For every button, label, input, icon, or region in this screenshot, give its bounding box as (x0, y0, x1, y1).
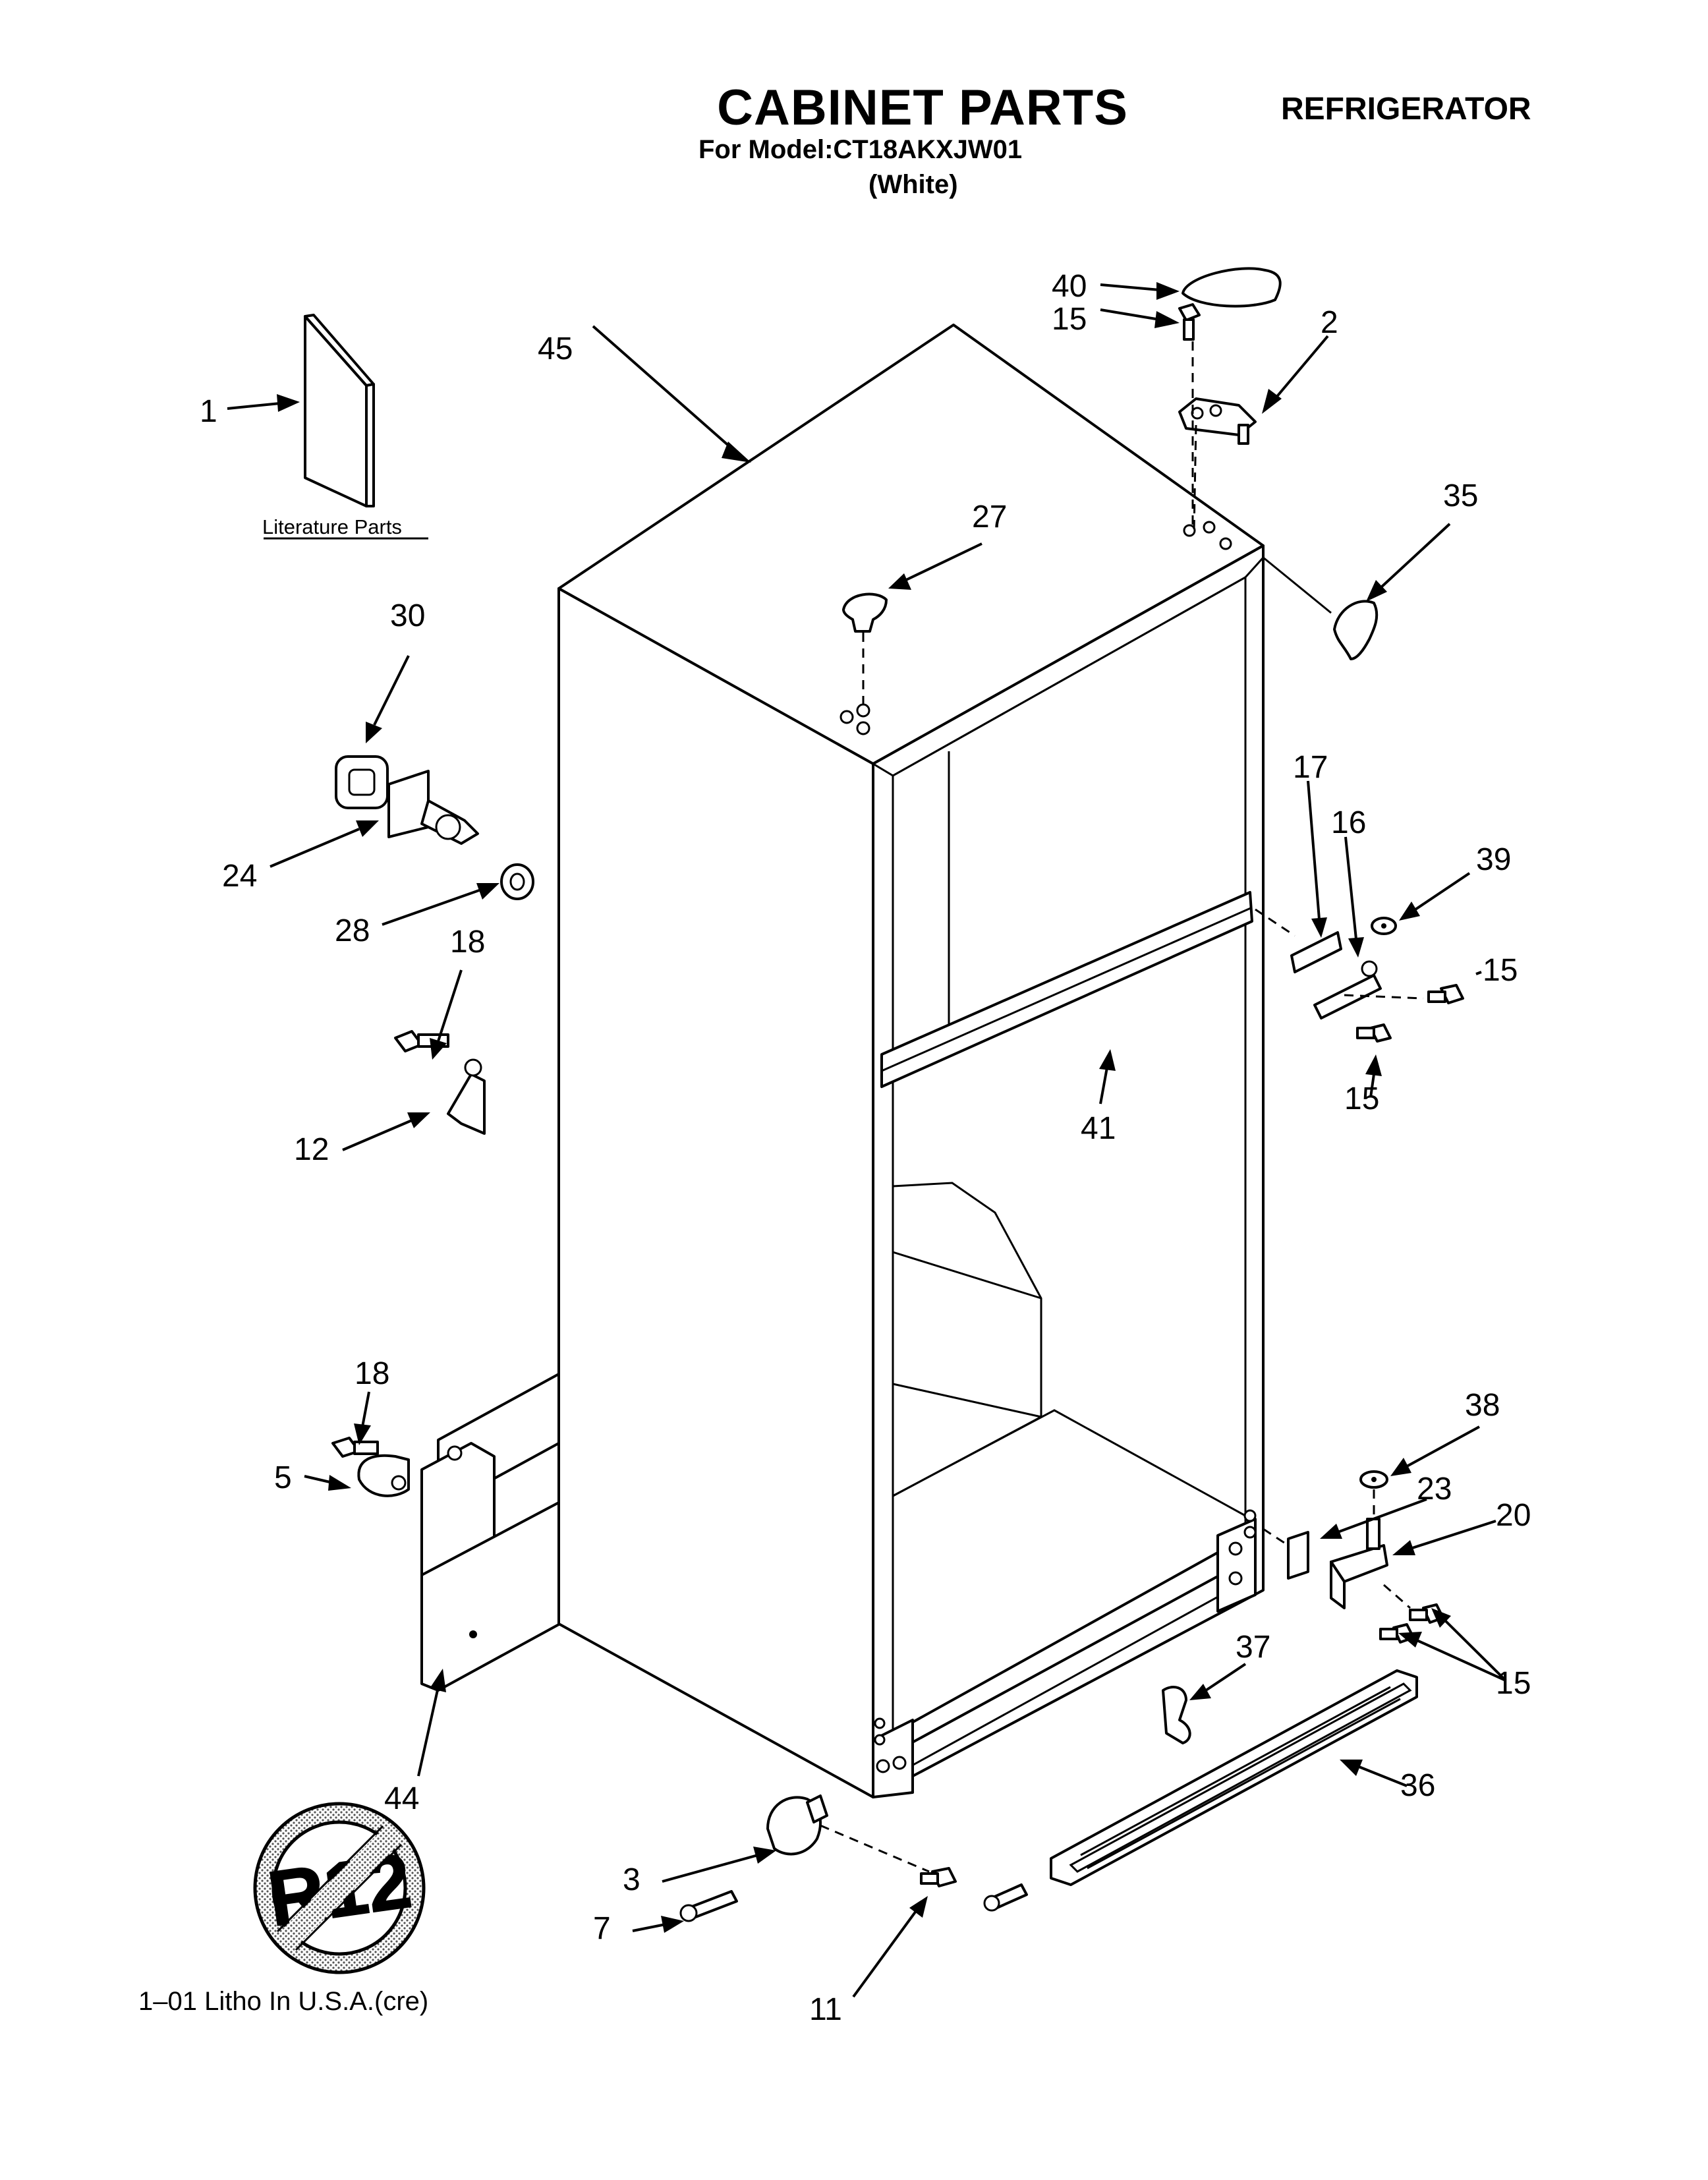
callout-36: 36 (1400, 1768, 1435, 1803)
callout-18-bottom: 18 (355, 1356, 389, 1391)
mid-screw-guide-line (1344, 994, 1424, 1000)
callout-28: 28 (335, 913, 370, 948)
print-footer: 1–01 Litho In U.S.A.(cre) (138, 1987, 429, 2016)
callout-23: 23 (1417, 1472, 1452, 1506)
literature-parts-icon (304, 314, 375, 507)
shaft-assembly-24 (387, 770, 479, 845)
callout-3: 3 (623, 1862, 640, 1897)
pin-7 (679, 1890, 738, 1922)
top-hinge-2 (1178, 397, 1257, 445)
appliance-category: REFRIGERATOR (1281, 92, 1531, 127)
screw-11 (920, 1867, 957, 1887)
plug-27 (842, 592, 888, 633)
callout-15-bottom: 15 (1496, 1666, 1531, 1701)
callout-20: 20 (1496, 1498, 1531, 1533)
gasket-30 (335, 755, 389, 809)
washer-39 (1371, 917, 1397, 935)
callout-27: 27 (972, 500, 1007, 534)
side-panel-44 (420, 1373, 560, 1692)
callout-24: 24 (222, 859, 257, 894)
callout-39: 39 (1476, 842, 1511, 877)
callout-45: 45 (538, 331, 573, 366)
callout-7: 7 (593, 1911, 611, 1946)
literature-parts-label: Literature Parts (262, 515, 402, 538)
callout-12: 12 (294, 1132, 329, 1167)
hinge-guide-line (1193, 424, 1197, 531)
callout-18-top: 18 (450, 925, 485, 960)
hinge-bracket-17 (1290, 931, 1342, 973)
callout-5: 5 (274, 1460, 292, 1495)
callout-30: 30 (390, 598, 425, 633)
callout-16: 16 (1331, 805, 1366, 840)
callout-35: 35 (1443, 478, 1478, 513)
hinge-screw-15-top (1178, 303, 1201, 341)
callout-17: 17 (1293, 750, 1328, 785)
shim-23 (1287, 1531, 1309, 1580)
bottom-hinge-20 (1330, 1518, 1388, 1609)
callout-numbers: 1 45 40 15 2 27 35 30 24 28 18 12 18 5 4… (200, 269, 1531, 2027)
callout-11: 11 (809, 1992, 842, 2027)
callout-40: 40 (1052, 269, 1087, 304)
callout-15-mid-right: 15 (1483, 953, 1518, 988)
toe-grille-36 (1050, 1669, 1418, 1886)
callout-38: 38 (1465, 1388, 1500, 1423)
clip-37 (1162, 1686, 1191, 1744)
bushing-28 (500, 863, 534, 900)
pin-7b (983, 1883, 1028, 1912)
hinge-cover-40 (1181, 267, 1282, 308)
no-r12-stamp: R12 (253, 1802, 426, 1974)
washer-38 (1359, 1470, 1388, 1489)
leveling-leg-3 (766, 1794, 828, 1856)
hinge-16 (1313, 960, 1382, 1019)
hinge-screw-15-mid-a (1427, 984, 1464, 1004)
page-title: CABINET PARTS (717, 80, 1128, 136)
callout-1: 1 (200, 394, 217, 429)
hinge-pin-cover-35 (1263, 556, 1379, 660)
callout-41: 41 (1081, 1111, 1116, 1146)
callout-15-top: 15 (1052, 302, 1087, 337)
cabinet-body (557, 324, 1265, 1798)
callout-15-mid-bottom: 15 (1344, 1081, 1379, 1116)
low-screw-guide-line (1383, 1584, 1411, 1609)
leader-lines (227, 282, 1507, 1998)
callout-2: 2 (1321, 305, 1338, 340)
hinge-assembly-5 (331, 1437, 410, 1497)
low-hinge-guide-line (1263, 1528, 1289, 1547)
model-number: For Model:CT18AKXJW01 (698, 135, 1023, 164)
mid-hinge-guide-line (1255, 908, 1295, 937)
callout-37: 37 (1236, 1630, 1270, 1665)
hinge-screw-15-mid-b (1356, 1023, 1392, 1043)
model-variant: (White) (868, 170, 958, 199)
leg-guide-line (820, 1824, 930, 1873)
callout-44: 44 (384, 1781, 419, 1816)
